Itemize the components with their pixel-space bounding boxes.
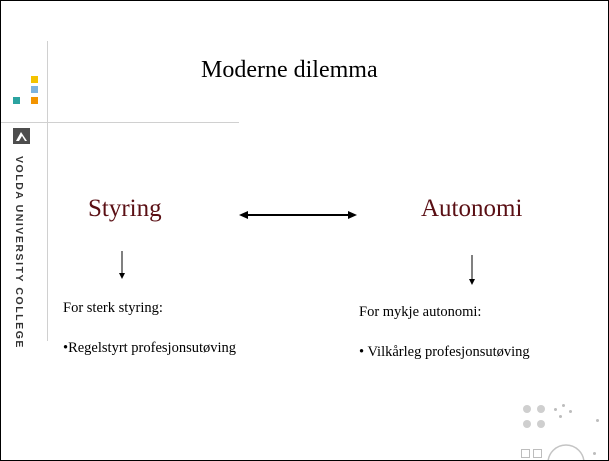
autonomi-bullet: • Vilkårleg profesjonsutøving [359,344,530,360]
logo-square-orange [31,97,38,104]
decor-square [521,449,530,458]
decor-square [533,449,542,458]
decor-dot [559,415,562,418]
decorative-horizontal-line [1,122,239,123]
mountain-logo-icon [13,128,30,144]
decor-dot [569,410,572,413]
double-arrow-icon [239,211,357,219]
autonomi-heading: For mykje autonomi: [359,304,482,320]
logo-square-blue [31,86,38,93]
down-arrow-left-icon [119,251,125,279]
autonomi-label: Autonomi [421,195,523,222]
decor-dot [523,420,531,428]
decor-dot [596,419,599,422]
logo-square-teal [13,97,20,104]
styring-label: Styring [88,195,162,222]
decor-dot [554,408,557,411]
decorative-vertical-line [47,41,48,341]
styring-heading: For sterk styring: [63,300,163,316]
logo-square-yellow [31,76,38,83]
decor-dot [523,405,531,413]
decor-dot [593,452,596,455]
slide-title: Moderne dilemma [201,57,378,83]
decor-dot [537,405,545,413]
decor-arc [547,444,585,460]
institution-name: VOLDA UNIVERSITY COLLEGE [13,156,25,349]
down-arrow-right-icon [469,255,475,285]
styring-bullet: •Regelstyrt profesjonsutøving [63,340,237,356]
decor-dot [537,420,545,428]
decor-dot [562,404,565,407]
